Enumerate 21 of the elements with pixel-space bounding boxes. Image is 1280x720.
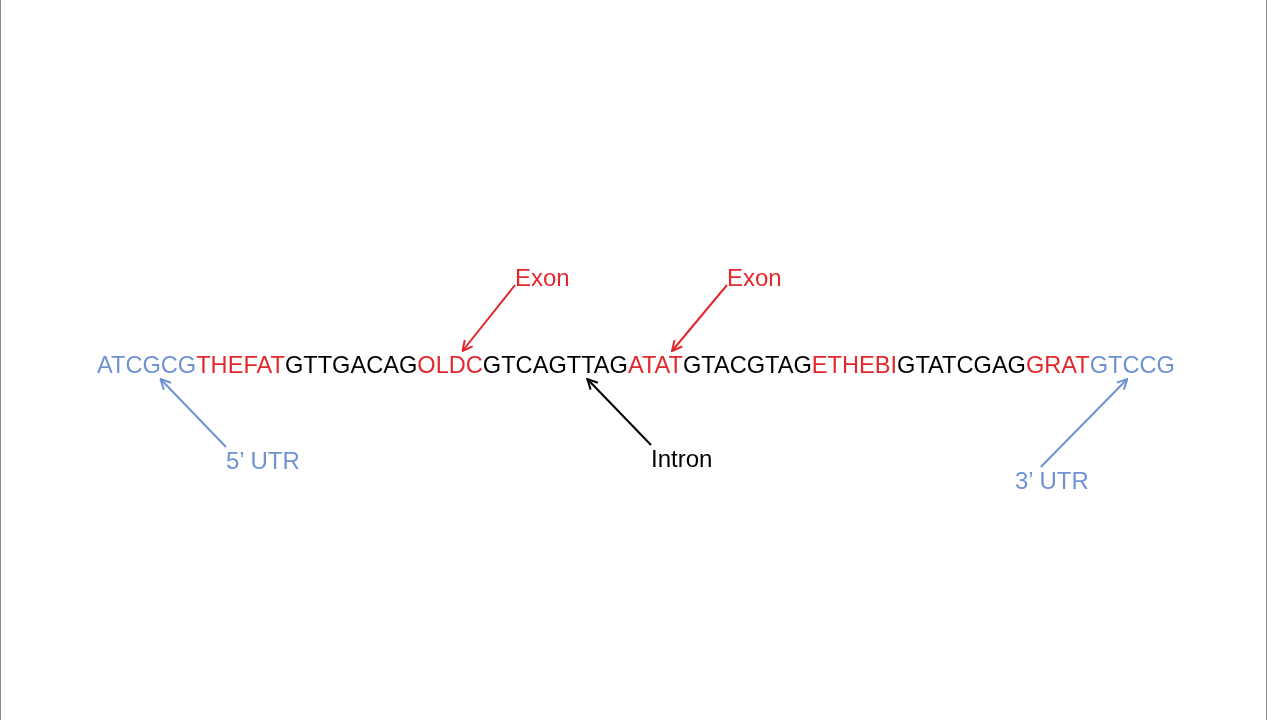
leader-arrow — [461, 284, 516, 352]
sequence-text: ATCGCG — [97, 351, 197, 379]
sequence-text: GTACGTAG — [682, 351, 812, 379]
sequence-text: GTCCG — [1089, 351, 1175, 379]
callout-label: 5’ UTR — [226, 447, 300, 475]
sequence-text: GTTGACAG — [284, 351, 418, 379]
callout-label: Intron — [651, 445, 713, 473]
callout-label: 3’ UTR — [1015, 467, 1089, 495]
sequence-text: THEFAT — [196, 351, 285, 379]
sequence-text: GTCAGTTAG — [482, 351, 628, 379]
sequence-text: ATAT — [627, 351, 683, 379]
sequence-text: GRAT — [1025, 351, 1090, 379]
callout-label: Exon — [727, 264, 782, 292]
leader-arrow — [586, 378, 652, 446]
leader-arrow — [159, 378, 227, 448]
callout-label: Exon — [515, 264, 570, 292]
sequence-text: ETHEBI — [811, 351, 898, 379]
sequence-text: OLDC — [417, 351, 483, 379]
sequence-text: GTATCGAG — [897, 351, 1026, 379]
leader-arrow — [1039, 378, 1129, 468]
leader-arrow — [671, 284, 728, 352]
